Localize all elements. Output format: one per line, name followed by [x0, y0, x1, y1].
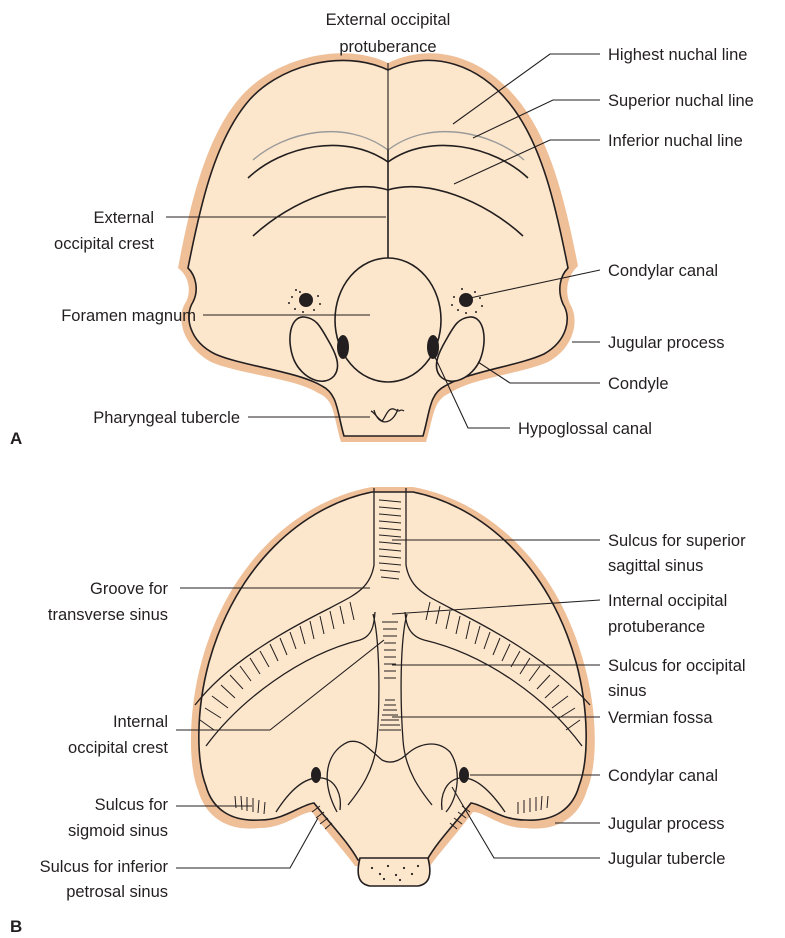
label-superior-nuchal-line: Superior nuchal line — [608, 92, 754, 110]
label-sigmoid-1: Sulcus for — [95, 796, 169, 814]
foramen-magnum — [335, 258, 441, 382]
label-inferior-nuchal-line: Inferior nuchal line — [608, 132, 743, 150]
label-groove-transverse-2: transverse sinus — [48, 606, 168, 624]
label-sulcus-occipital-2: sinus — [608, 682, 647, 700]
label-condyle: Condyle — [608, 375, 669, 393]
label-ext-occ-crest-1: External — [93, 209, 154, 227]
condylar-canal-b-left — [311, 767, 321, 783]
hypoglossal-canal-left — [337, 335, 349, 359]
label-sulcus-occipital-1: Sulcus for occipital — [608, 657, 746, 675]
label-foramen-magnum: Foramen magnum — [61, 307, 196, 325]
label-int-occ-crest-2: occipital crest — [68, 739, 168, 757]
label-highest-nuchal-line: Highest nuchal line — [608, 46, 747, 64]
hypoglossal-canal-right — [427, 335, 439, 359]
label-int-occ-protuberance-1: Internal occipital — [608, 592, 727, 610]
panel-b-internal-surface: Sulcus for superior sagittal sinus Groov… — [10, 487, 746, 936]
condylar-canal-b-right — [459, 767, 469, 783]
label-ext-occ-crest-2: occipital crest — [54, 235, 154, 253]
label-petrosal-2: petrosal sinus — [66, 883, 168, 901]
bone-outline-b — [199, 492, 586, 860]
label-condylar-canal-a: Condylar canal — [608, 262, 718, 280]
label-sup-sagittal-1: Sulcus for superior — [608, 532, 746, 550]
label-ext-occ-protuberance-1: External occipital — [326, 11, 451, 29]
basilar-part — [358, 858, 430, 886]
label-condylar-canal-b: Condylar canal — [608, 767, 718, 785]
label-jugular-process-a: Jugular process — [608, 334, 724, 352]
label-ext-occ-protuberance-2: protuberance — [339, 38, 436, 56]
panel-label-a: A — [10, 429, 22, 448]
panel-label-b: B — [10, 917, 22, 936]
label-hypoglossal-canal: Hypoglossal canal — [518, 420, 652, 438]
condylar-canal-left — [299, 293, 313, 307]
label-petrosal-1: Sulcus for inferior — [40, 858, 169, 876]
label-int-occ-protuberance-2: protuberance — [608, 618, 705, 636]
label-jugular-process-b: Jugular process — [608, 815, 724, 833]
panel-a-external-surface: External occipital protuberance Highest … — [10, 11, 754, 448]
label-sigmoid-2: sigmoid sinus — [68, 822, 168, 840]
condylar-canal-right — [459, 293, 473, 307]
label-jugular-tubercle: Jugular tubercle — [608, 850, 725, 868]
label-groove-transverse-1: Groove for — [90, 580, 168, 598]
label-sup-sagittal-2: sagittal sinus — [608, 557, 703, 575]
label-pharyngeal-tubercle: Pharyngeal tubercle — [93, 409, 240, 427]
label-int-occ-crest-1: Internal — [113, 713, 168, 731]
label-vermian-fossa: Vermian fossa — [608, 709, 713, 727]
